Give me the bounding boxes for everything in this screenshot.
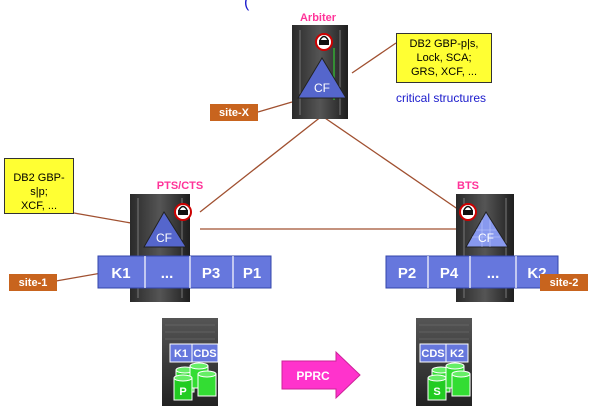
connection-lines [55,42,541,282]
line-arbiter-pts [199,115,323,213]
bts-label: BTS [457,180,479,192]
system-p2: P2 [398,265,416,282]
bts-cf-label: CF [478,231,494,245]
pts-label: PTS/CTS [157,180,203,192]
line-arbiter-bts [321,115,463,213]
site-2-label: site-2 [540,274,588,291]
pts-cf-triangle [143,211,187,248]
disk-cds-left: CDS [193,348,216,360]
arbiter-cf-label: CF [314,81,330,95]
system-ellipsis-left: ... [161,265,174,282]
disk-cds-left-shape [191,343,219,363]
disk-stack-p [173,362,217,401]
system-k1: K1 [111,265,130,282]
critical-structures-label: critical structures [396,91,487,105]
left-systems-bar: K1 ... P3 P1 [97,255,272,289]
system-p1: P1 [243,265,261,282]
pprc-arrow: PPRC [281,350,361,400]
lock-icon [459,203,477,221]
arbiter-structures-note: DB2 GBP-p|s, Lock, SCA; GRS, XCF, ... [396,33,492,83]
arbiter-label: Arbiter [300,12,337,24]
pts-structures-note: DB2 GBP-s|p; XCF, ... [4,158,74,214]
right-storage: CDS K2 S [416,318,472,406]
disk-k1-left: K1 [174,348,188,360]
system-p4: P4 [440,265,459,282]
system-ellipsis-right: ... [487,265,500,282]
disk-cds-right: CDS [421,348,444,360]
arbiter-server: Arbiter CF [292,12,348,119]
top-title-fragment: ( [244,0,250,11]
site-1-label: site-1 [9,274,57,291]
site-x-label: site-X [210,104,258,121]
right-systems-bar: P2 P4 ... K2 [385,255,559,289]
lock-icon [174,203,192,221]
line-sitex [257,101,293,113]
pts-cf-label: CF [156,231,172,245]
lock-icon [315,33,333,51]
pprc-label: PPRC [296,369,330,383]
arbiter-cf-triangle [297,57,347,99]
disk-p: P [179,386,186,398]
disk-s: S [433,386,440,398]
left-storage: K1 CDS P [162,318,219,406]
system-p3: P3 [202,265,220,282]
bts-cf-triangle [465,211,509,248]
disk-k2-right: K2 [450,348,464,360]
line-note-arbiter [351,42,397,74]
disk-stack-s [427,362,471,401]
disk-k2-right-shape [445,343,469,363]
